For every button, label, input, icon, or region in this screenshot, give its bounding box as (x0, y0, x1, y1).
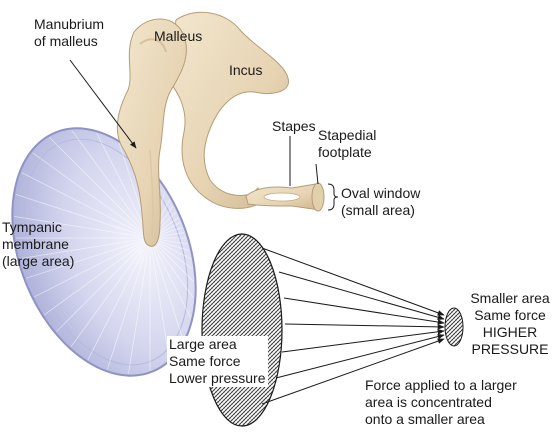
force-arrow (278, 271, 445, 320)
force-note-line-2: area is concentrated (365, 394, 492, 410)
smaller-area-note: Smaller area Same force HIGHER PRESSURE (466, 290, 553, 358)
incus-label: Incus (229, 62, 263, 78)
footplate-pointer (315, 163, 319, 185)
membrane-fibre (103, 237, 151, 381)
tympanic-line-2: membrane (2, 236, 69, 252)
force-arrow (281, 329, 445, 353)
tympanic-membrane-label: Tympanic membrane (large area) (2, 219, 74, 270)
force-note-line-1: Force applied to a larger (365, 377, 517, 393)
membrane-fibre (7, 191, 151, 239)
membrane-fibre (7, 237, 151, 285)
ossicle-chain (116, 11, 325, 247)
large-area-line-2: Same force (169, 353, 241, 369)
manubrium-line-1: Manubrium (34, 16, 105, 32)
force-note-line-3: onto a smaller area (365, 411, 485, 427)
membrane-fibre (16, 169, 151, 239)
smaller-area-line-4: PRESSURE (471, 341, 549, 357)
large-area-disc (201, 233, 283, 427)
stapedial-footplate (311, 182, 325, 212)
smaller-area-line-1: Smaller area (470, 290, 550, 306)
force-arrow (283, 297, 445, 325)
large-area-line-3: Lower pressure (169, 370, 266, 386)
membrane-fibre (1, 214, 151, 239)
manubrium-line-2: of malleus (34, 33, 98, 49)
manubrium-pointer (69, 59, 137, 149)
oval-window-line-1: Oval window (341, 185, 421, 201)
membrane-fibre (28, 237, 151, 327)
membrane-fibre (126, 237, 151, 387)
membrane-fibre (81, 237, 151, 372)
incus-bone (167, 11, 289, 209)
footplate-line-1: Stapedial (318, 127, 377, 143)
malleus-bone (116, 18, 187, 247)
large-area-note: Large area Same force Lower pressure (167, 336, 268, 387)
force-arrow (275, 333, 445, 379)
force-note: Force applied to a larger area is concen… (365, 377, 517, 428)
label-pointers (69, 59, 339, 211)
tympanic-line-1: Tympanic (2, 219, 62, 235)
oval-window-brace (327, 183, 339, 211)
membrane-fibre (43, 131, 151, 239)
smaller-area-line-3: HIGHER (482, 324, 538, 340)
oval-window-line-2: (small area) (341, 202, 415, 218)
force-arrow (261, 247, 445, 316)
oval-window-label: Oval window (small area) (341, 185, 420, 219)
stapes-label: Stapes (272, 118, 316, 134)
malleus-label: Malleus (154, 28, 203, 44)
manubrium-label: Manubrium of malleus (34, 16, 104, 50)
stapedial-footplate-label: Stapedial footplate (318, 127, 376, 161)
membrane-fibre (28, 149, 151, 239)
force-arrow (284, 323, 445, 330)
membrane-fibre (61, 116, 151, 239)
membrane-fibre (43, 237, 151, 345)
membrane-fibre (16, 237, 151, 307)
membrane-fibre (1, 237, 151, 262)
force-arrow (261, 338, 445, 405)
smaller-area-line-2: Same force (474, 307, 546, 323)
membrane-fibre (61, 237, 151, 360)
tympanic-line-3: (large area) (2, 253, 75, 269)
large-area-line-1: Large area (169, 336, 237, 352)
force-arrows (261, 247, 445, 405)
small-area-disc (444, 307, 464, 347)
footplate-line-2: footplate (318, 144, 372, 160)
stapes-bone (245, 182, 325, 212)
